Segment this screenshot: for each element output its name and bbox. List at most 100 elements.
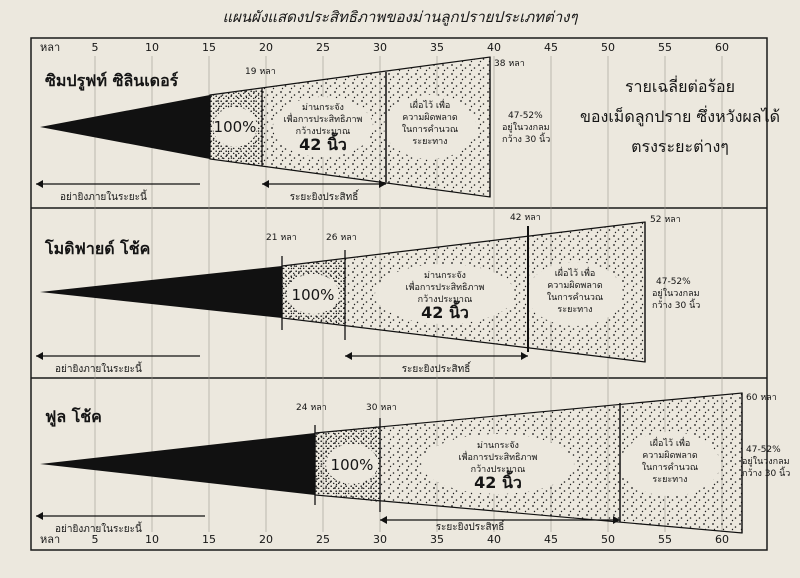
mark-52-yards: 52 หลา	[650, 215, 681, 225]
effective-pattern-area	[273, 97, 373, 157]
scale-tick-label: 35	[430, 41, 444, 54]
side-note-line2: ของเม็ดลูกปราย ซึ่งหวังผลได้	[580, 105, 780, 127]
panel-modified-choke: 100% 21 หลา 26 หลา 42 หลา 52 หลา ม่านกระ…	[36, 213, 700, 375]
effective-range-label: ระยะยิงประสิทธิ์	[290, 189, 360, 203]
scale-tick-label: 30	[373, 41, 387, 54]
side-note-line1: รายเฉลี่ยต่อร้อย	[625, 75, 735, 96]
zone1-line1: ม่านกระจัง	[477, 441, 519, 451]
zone2-line4: ระยะทาง	[412, 137, 447, 147]
panel-title-improved-cylinder: ซิมปรูฟท์ ซิลินเดอร์	[45, 71, 179, 92]
zone1-line2: เพื่อการประสิทธิภาพ	[284, 112, 363, 125]
dont-shoot-label: อย่ายิงภายในระยะนี้	[55, 361, 142, 375]
allowance-area	[384, 95, 476, 159]
arrow-head	[379, 180, 386, 188]
scale-tick-label: 5	[92, 41, 99, 54]
zone1-line3: กว้างประมาณ	[471, 464, 526, 475]
diagram-title: แผนผังแสดงประสิทธิภาพของม่านลูกปรายประเภ…	[222, 8, 578, 26]
zone2-line4: ระยะทาง	[557, 305, 592, 315]
outer-frame	[30, 37, 768, 551]
panel-improved-cylinder: 100% 19 หลา 38 หลา ม่านกระจัง เพื่อการปร…	[36, 56, 550, 203]
zone1-line3: กว้างประมาณ	[296, 126, 351, 137]
dont-shoot-label: อย่ายิงภายในระยะนี้	[55, 521, 142, 535]
scale-tick-label: 25	[316, 533, 330, 546]
full-density-circle	[287, 274, 339, 314]
arrow-head	[36, 180, 43, 188]
zone2-line2: ความผิดพลาด	[402, 112, 458, 123]
scale-tick-label: 55	[658, 533, 672, 546]
dont-shoot-label: อย่ายิงภายในระยะนี้	[60, 189, 147, 203]
arrow-head	[36, 512, 43, 520]
scale-tick-label: 45	[544, 41, 558, 54]
dead-zone-cone	[40, 95, 210, 159]
full-density-label: 100%	[292, 286, 335, 304]
scale-tick-label: 45	[544, 533, 558, 546]
scale-unit-bottom: หลา	[40, 533, 60, 546]
arrow-head	[262, 180, 269, 188]
scale-tick-label: 10	[145, 41, 159, 54]
side-note-line3: ตรงระยะต่างๆ	[631, 137, 729, 156]
panel-title-modified-choke: โมดิฟายด์ โช้ค	[44, 238, 150, 258]
zone1-width: 42 นิ้ว	[474, 470, 522, 492]
zone1-width: 42 นิ้ว	[299, 132, 347, 154]
end-pct-line3: กว้าง 30 นิ้ว	[742, 466, 790, 479]
mark-19-yards: 19 หลา	[245, 67, 276, 77]
zone2-line4: ระยะทาง	[652, 475, 687, 485]
scale-tick-label: 40	[487, 533, 501, 546]
end-pct-line3: กว้าง 30 นิ้ว	[652, 298, 700, 311]
full-density-label: 100%	[214, 118, 257, 136]
zone2-line1: เผื่อไว้ เพื่อ	[555, 266, 596, 279]
scale-tick-label: 10	[145, 533, 159, 546]
zone1-line2: เพื่อการประสิทธิภาพ	[406, 280, 485, 293]
scale-tick-label: 35	[430, 533, 444, 546]
scale-tick-label: 50	[601, 533, 615, 546]
effective-pattern-area	[422, 434, 574, 494]
arrow-head	[36, 352, 43, 360]
effective-range-label: ระยะยิงประสิทธิ์	[436, 519, 506, 533]
end-pct-line2: อยู่ในวงกลม	[502, 122, 550, 133]
scale-tick-label: 40	[487, 41, 501, 54]
arrow-head	[380, 516, 387, 524]
scale-tick-label: 25	[316, 41, 330, 54]
mark-24-yards: 24 หลา	[296, 403, 327, 413]
mark-26-yards: 26 หลา	[326, 233, 357, 243]
scale-tick-label: 60	[715, 41, 729, 54]
arrow-head	[613, 516, 620, 524]
full-density-label: 100%	[331, 456, 374, 474]
scale-tick-label: 30	[373, 533, 387, 546]
zone2-line3: ในการคำนวณ	[402, 124, 459, 135]
scale-tick-label: 20	[259, 41, 273, 54]
dead-zone-cone	[40, 433, 315, 495]
zone2-line2: ความผิดพลาด	[547, 280, 603, 291]
scale-tick-label: 15	[202, 41, 216, 54]
zone1-line1: ม่านกระจัง	[302, 103, 344, 113]
scale-tick-label: 50	[601, 41, 615, 54]
effective-pattern-area	[375, 264, 515, 324]
zone2-line1: เผื่อไว้ เพื่อ	[650, 436, 691, 449]
allowance-area	[620, 432, 720, 496]
scale-tick-label: 20	[259, 533, 273, 546]
full-density-circle	[326, 444, 378, 484]
end-pct-line2: อยู่ในวงกลม	[652, 288, 700, 299]
zone2-line3: ในการคำนวณ	[547, 292, 604, 303]
zone2-line1: เผื่อไว้ เพื่อ	[410, 98, 451, 111]
end-pct-line3: กว้าง 30 นิ้ว	[502, 132, 550, 145]
end-pct-line2: อยู่ในวงกลม	[742, 456, 790, 467]
mark-38-yards: 38 หลา	[494, 59, 525, 69]
panel-full-choke: 100% 24 หลา 30 หลา 60 หลา ม่านกระจัง เพื…	[36, 392, 790, 535]
zone1-line1: ม่านกระจัง	[424, 271, 466, 281]
mark-30-yards: 30 หลา	[366, 403, 397, 413]
zone1-line3: กว้างประมาณ	[418, 294, 473, 305]
scale-tick-label: 5	[92, 533, 99, 546]
effective-range-label: ระยะยิงประสิทธิ์	[402, 361, 472, 375]
end-pct-line1: 47-52%	[508, 111, 543, 121]
mark-60-yards: 60 หลา	[746, 393, 777, 403]
mark-21-yards: 21 หลา	[266, 233, 297, 243]
zone2-line2: ความผิดพลาด	[642, 450, 698, 461]
zone1-width: 42 นิ้ว	[421, 300, 469, 322]
end-pct-line1: 47-52%	[746, 445, 781, 455]
scale-tick-label: 60	[715, 533, 729, 546]
